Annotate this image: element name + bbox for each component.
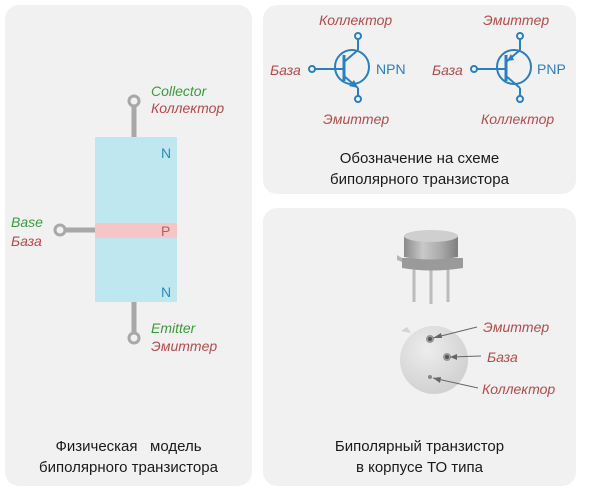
schematic-caption: Обозначение на схеме биполярного транзис… [263,148,576,190]
emitter-pin-dot [426,335,434,343]
pnp-collector-label: Коллектор [481,111,555,127]
emitter-terminal [127,331,141,345]
npn-collector-terminal [354,32,362,40]
emitter-label-ru: Эмиттер [151,338,218,354]
package-cap-top [404,230,458,242]
pnp-base-label: База [432,62,463,78]
base-pin-dot [443,353,451,361]
npn-symbol [308,32,370,103]
npn-base-label: База [270,62,301,78]
pnp-emitter-terminal [516,32,524,40]
pnp-type-label: PNP [537,61,566,77]
npn-emitter-arrow [349,80,358,88]
base-terminal [53,223,67,237]
npn-collector-label: Коллектор [319,12,393,28]
pnp-base-terminal [470,65,478,73]
physical-model-caption: Физическая модель биполярного транзистор… [5,436,252,478]
package-base-disc [400,326,468,394]
npn-type-label: NPN [376,61,406,77]
to-package-side-view [397,230,463,304]
npn-collector-leg [343,49,359,63]
collector-leader-arrow [433,377,441,383]
package-tab [397,255,402,262]
physical-caption-line1: Физическая модель [55,438,202,455]
npn-emitter-label: Эмиттер [323,111,390,127]
region-top-label: N [161,145,172,161]
base-label-ru: База [11,233,42,249]
pnp-symbol [470,32,532,103]
base-leader-arrow [450,354,457,360]
pnp-emitter-arrow [507,54,514,61]
schematic-caption-line2: биполярного транзистора [330,171,509,188]
pnp-emitter-label: Эмиттер [483,12,550,28]
package-key-tab [401,327,411,333]
package-caption: Биполярный транзистор в корпусе ТО типа [263,436,576,478]
package-emitter-label: Эмиттер [483,319,550,335]
to-package-bottom-view [400,326,482,394]
physical-model-drawing [53,94,177,345]
collector-label-ru: Коллектор [151,100,225,116]
package-caption-line1: Биполярный транзистор [334,438,505,455]
package-cap [404,236,458,260]
base-label-en: Base [11,214,43,230]
pnp-collector-terminal [516,95,524,103]
package-collector-label: Коллектор [482,381,556,397]
physical-caption-line2: биполярного транзистора [39,459,218,476]
npn-emitter-terminal [354,95,362,103]
pnp-collector-leg [505,75,521,89]
collector-terminal [127,94,141,108]
collector-label-en: Collector [151,83,207,99]
emitter-label-en: Emitter [151,320,196,336]
region-bottom-label: N [161,284,172,300]
package-base-label: База [487,349,518,365]
package-caption-line2: в корпусе ТО типа [355,459,484,476]
p-region-layer [95,223,177,238]
n-region-block [95,137,177,302]
npn-base-terminal [308,65,316,73]
schematic-caption-line1: Обозначение на схеме [339,150,500,167]
package-flange [402,258,463,271]
emitter-leader-arrow [433,333,442,338]
region-mid-label: P [161,223,171,239]
collector-pin-dot [428,375,432,379]
